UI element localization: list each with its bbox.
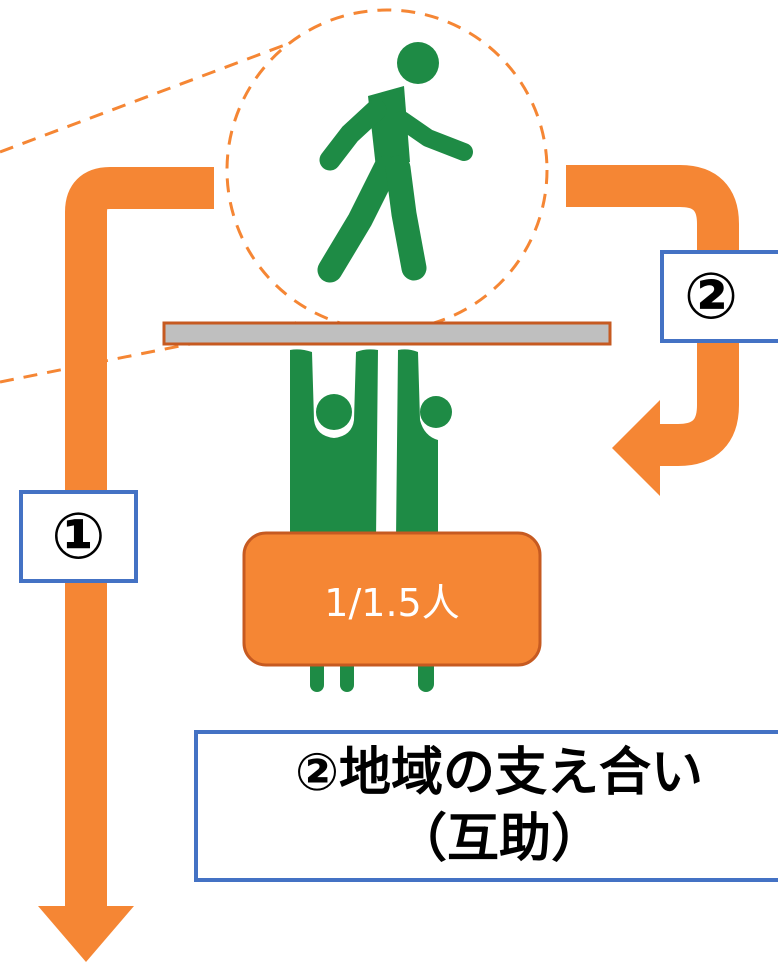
arrow-flow-1 <box>38 167 214 962</box>
caption-line-2: （互助） <box>394 809 603 869</box>
caption-line-1: ②地域の支え合い <box>294 743 704 803</box>
flow-label-1: ① <box>19 490 138 583</box>
walking-person-icon <box>317 42 473 283</box>
zoom-line-lower <box>0 320 301 384</box>
zoom-line-upper <box>0 26 331 154</box>
support-board <box>162 321 612 346</box>
flow-label-2: ② <box>660 250 778 343</box>
ratio-box-text: 1/1.5人 <box>324 580 460 625</box>
caption-box: ②地域の支え合い （互助） <box>194 730 778 882</box>
ratio-box <box>242 531 542 667</box>
